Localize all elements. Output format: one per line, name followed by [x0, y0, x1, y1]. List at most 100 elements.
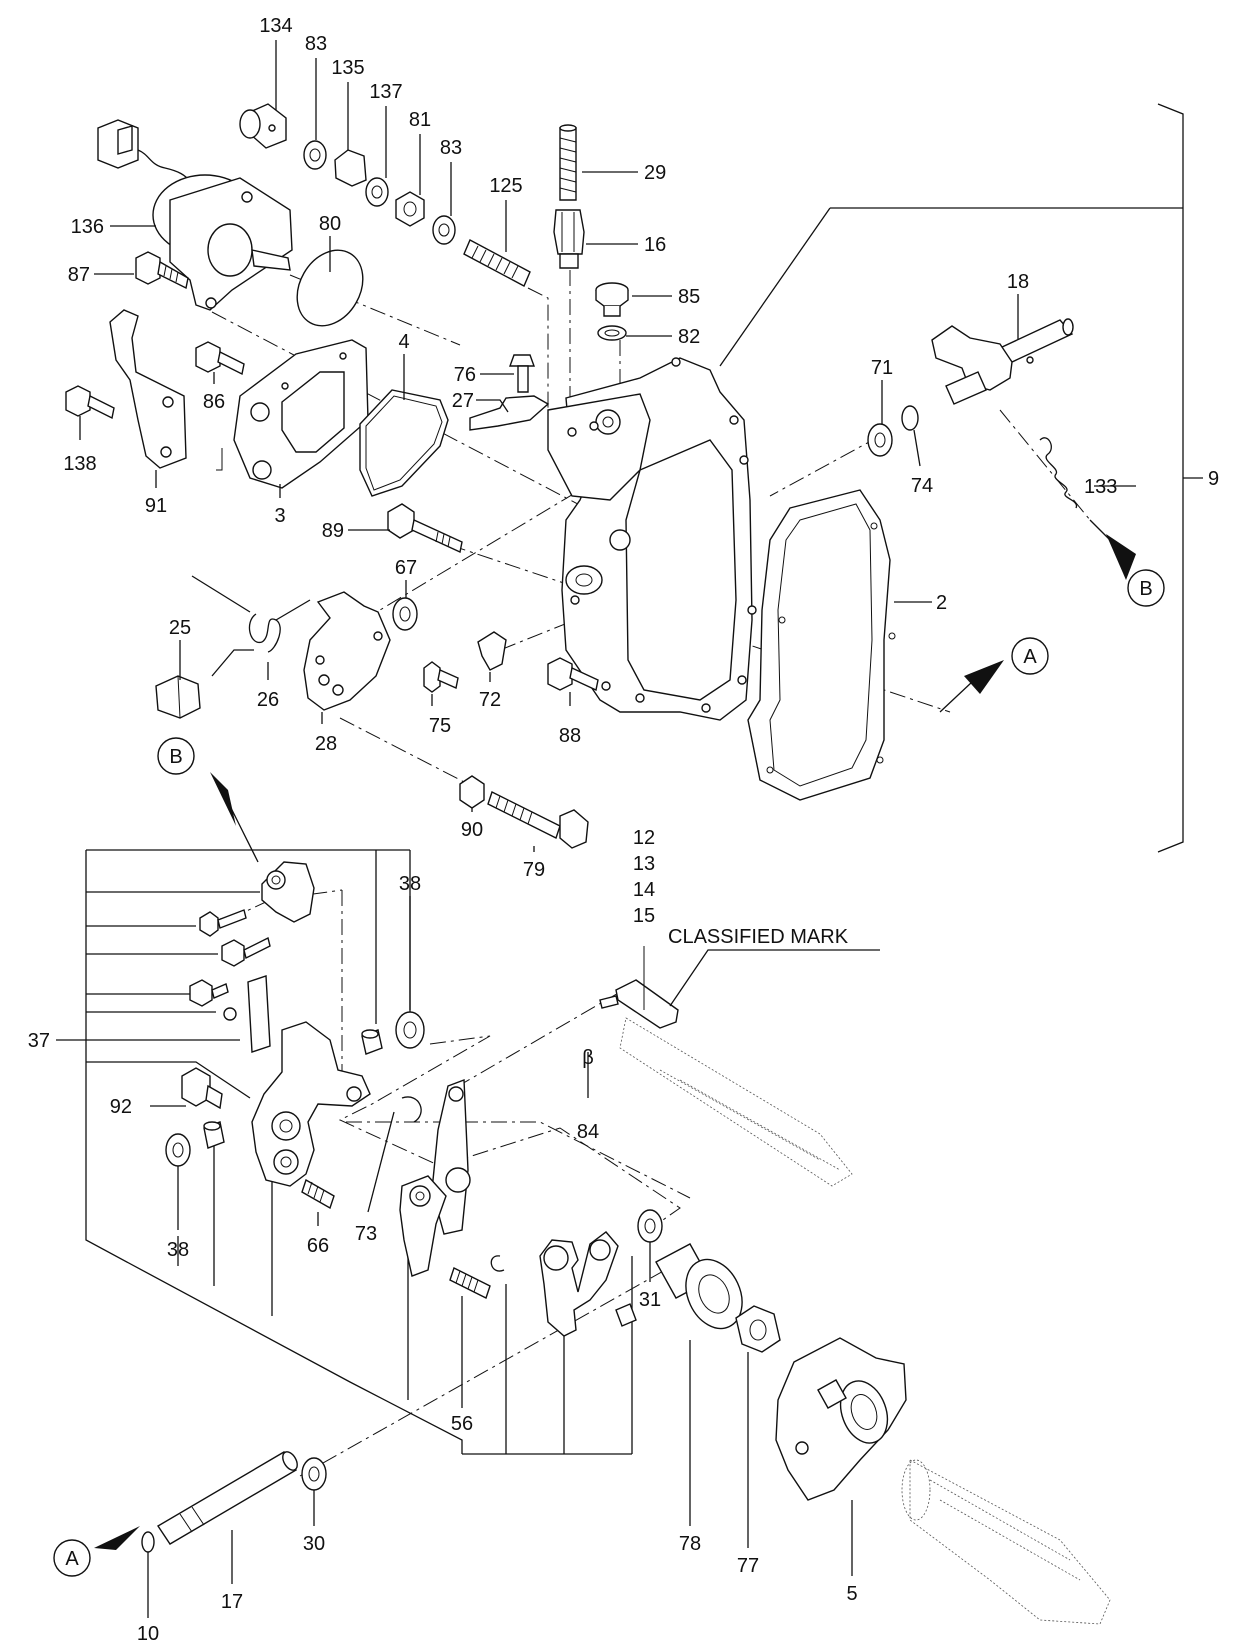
callout-31: 31: [639, 1289, 661, 1311]
plug-85: [595, 282, 629, 317]
callout-38-top: 38: [399, 873, 421, 895]
bolt-138: [65, 385, 115, 420]
nut-77: [735, 1305, 781, 1353]
callout-4: 4: [398, 331, 409, 353]
callout-56: 56: [451, 1413, 473, 1435]
callout-15: 15: [633, 905, 655, 927]
callout-83: 83: [305, 33, 327, 55]
callout-14: 14: [633, 879, 655, 901]
callout-29: 29: [644, 162, 666, 184]
callout-135: 135: [331, 57, 364, 79]
ref-label-b-top: B: [1139, 578, 1152, 600]
lever-shaft-18: [931, 318, 1074, 405]
washer-38: [165, 1133, 191, 1167]
bracket-27: [469, 395, 550, 431]
spring-26: [191, 575, 311, 677]
washer-31: [637, 1209, 663, 1243]
assembly-bracket: [1157, 103, 1184, 853]
callout-71: 71: [871, 357, 893, 379]
callout-5: 5: [846, 1583, 857, 1605]
lever-37: [251, 1021, 371, 1187]
callout-26: 26: [257, 689, 279, 711]
callout-72: 72: [479, 689, 501, 711]
ref-circle-a-bottom: [53, 1539, 91, 1577]
group-frame: [85, 850, 463, 1454]
clip-135: [334, 149, 367, 187]
callout-37: 37: [28, 1030, 50, 1052]
stay-91: [109, 309, 187, 469]
cap-nut-134: [239, 103, 287, 149]
callout-138: 138: [63, 453, 96, 475]
washer-137: [365, 177, 389, 207]
lever-28: [303, 591, 391, 711]
callout-28: 28: [315, 733, 337, 755]
governor-weight-5: [775, 1337, 907, 1501]
bolt-88: [547, 657, 599, 692]
washer-83: [303, 140, 327, 170]
callout-27: 27: [452, 390, 474, 412]
arrow-b-top: [1106, 534, 1136, 580]
ref-label-b-bottom: B: [169, 746, 182, 768]
callout-12: 12: [633, 827, 655, 849]
washer-71: [867, 423, 893, 457]
callout-13: 13: [633, 853, 655, 875]
ref-label-a-bottom: A: [65, 1548, 79, 1570]
callout-89: 89: [322, 520, 344, 542]
nut-90: [459, 775, 485, 809]
callout-81: 81: [409, 109, 431, 131]
arrow-a-bottom: [94, 1526, 140, 1550]
ref-circle-b-bottom: [157, 737, 195, 775]
callout-17: 17: [221, 1591, 243, 1613]
callout-90: 90: [461, 819, 483, 841]
bolt-76: [509, 354, 535, 393]
beta-pin-symbol: β: [582, 1047, 594, 1069]
bolt-89: [387, 503, 463, 554]
callout-82: 82: [678, 326, 700, 348]
callout-136: 136: [71, 216, 104, 238]
ref-circle-a-top: [1011, 637, 1049, 675]
callout-134: 134: [259, 15, 292, 37]
washer-67: [392, 597, 418, 631]
callout-83b: 83: [440, 137, 462, 159]
nut-16: [553, 209, 585, 269]
callout-125: 125: [489, 175, 522, 197]
callout-2: 2: [936, 592, 947, 614]
stud-29: [559, 124, 577, 201]
o-ring-74: [901, 405, 919, 431]
gasket-4: [359, 389, 449, 497]
clip-73: [401, 1096, 422, 1123]
clip-72: [477, 631, 507, 671]
bolt-87: [135, 251, 189, 290]
lever-31-group: [539, 1231, 619, 1337]
screw-79: [487, 791, 589, 849]
washer-38-top: [395, 1011, 425, 1049]
callout-16: 16: [644, 234, 666, 256]
callout-30: 30: [303, 1533, 325, 1555]
callout-18: 18: [1007, 271, 1029, 293]
lever-plate-group: [189, 861, 315, 1053]
washer-83b: [432, 215, 456, 245]
callout-74: 74: [911, 475, 933, 497]
callout-38-bottom: 38: [167, 1239, 189, 1261]
callout-10: 10: [137, 1623, 159, 1642]
callout-76: 76: [454, 364, 476, 386]
callout-84: 84: [577, 1121, 599, 1143]
governor-housing: [547, 357, 757, 721]
washer-30: [301, 1457, 327, 1491]
gasket-2: [747, 489, 896, 801]
callout-137: 137: [369, 81, 402, 103]
callout-labels: 134 83 135 137 81 83 125 29 16 85 82 136…: [28, 15, 1219, 1642]
ref-circle-b-top: [1127, 569, 1165, 607]
callout-79: 79: [523, 859, 545, 881]
callout-67: 67: [395, 557, 417, 579]
bolt-86: [195, 341, 245, 376]
callout-91: 91: [145, 495, 167, 517]
callout-133: 133: [1084, 476, 1117, 498]
callout-75: 75: [429, 715, 451, 737]
o-ring-10: [141, 1531, 155, 1553]
bolt-92: [181, 1067, 223, 1110]
cover-3: [233, 339, 369, 489]
nut-81: [395, 191, 425, 227]
callout-73: 73: [355, 1223, 377, 1245]
